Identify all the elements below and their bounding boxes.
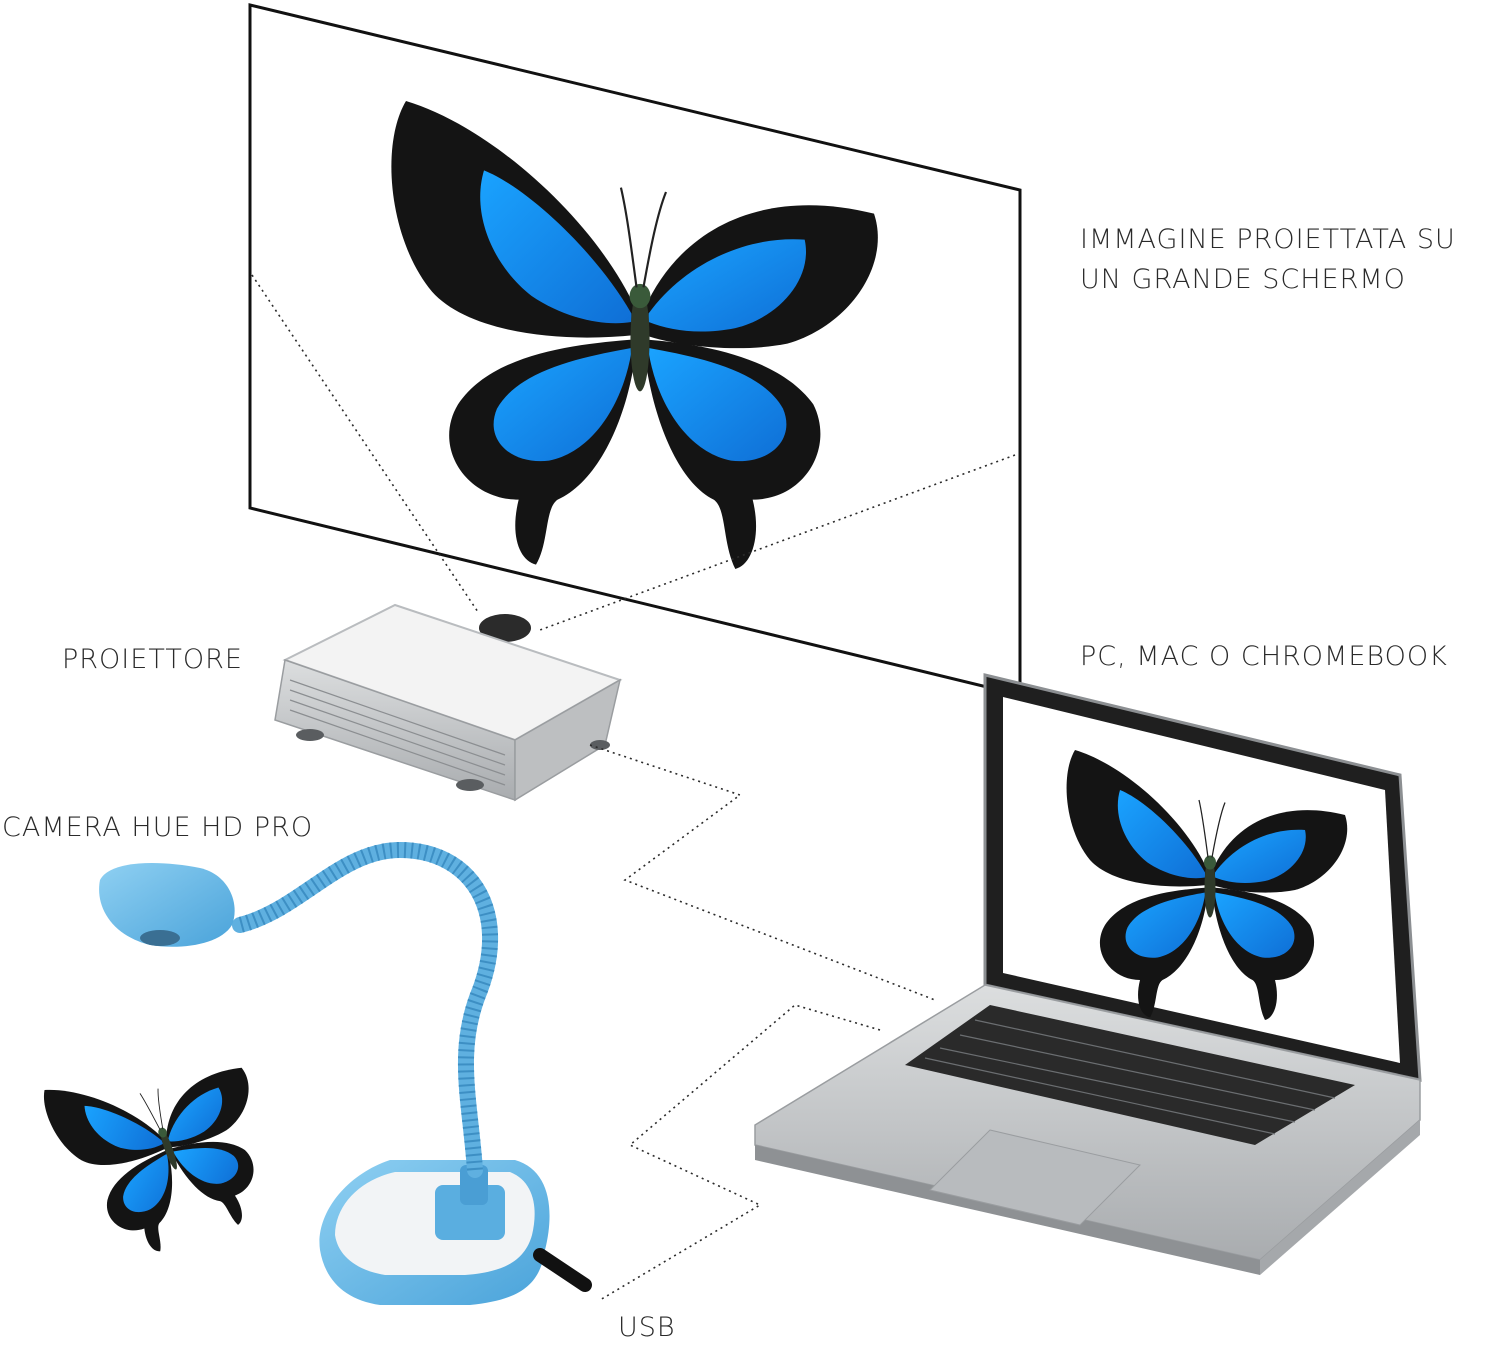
screen-caption-line-2: UN GRANDE SCHERMO	[1080, 264, 1406, 295]
screen-caption: IMMAGINE PROIETTATA SU UN GRANDE SCHERMO	[1080, 220, 1456, 300]
screen-caption-line-1: IMMAGINE PROIETTATA SU	[1080, 224, 1456, 255]
projection-screen	[248, 3, 1022, 697]
projector-caption: PROIETTORE	[62, 644, 243, 675]
butterfly-icon	[38, 1023, 294, 1274]
projection-line-right	[539, 454, 1016, 631]
usb-cable	[599, 1004, 881, 1301]
projection-line-left	[251, 274, 479, 613]
usb-caption: USB	[618, 1312, 676, 1343]
camera-caption: CAMERA HUE HD PRO	[2, 812, 314, 843]
document-camera-icon	[99, 841, 592, 1305]
projector-icon	[274, 603, 623, 802]
projector-cable	[589, 744, 936, 1001]
computer-caption: PC, MAC O CHROMEBOOK	[1080, 641, 1448, 672]
laptop-icon	[754, 673, 1422, 1275]
